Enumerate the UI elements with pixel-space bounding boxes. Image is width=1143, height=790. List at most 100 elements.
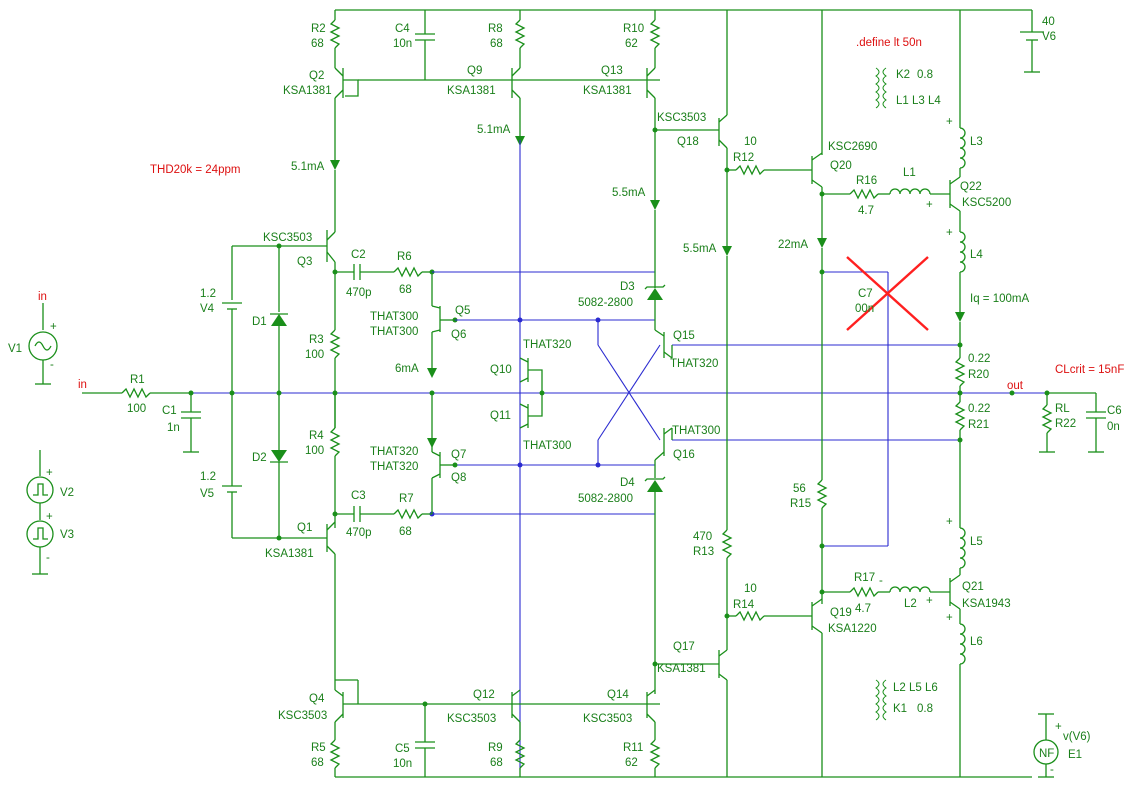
diode-d3 (644, 210, 666, 320)
d4-part: 5082-2800 (578, 493, 633, 505)
output-network (954, 322, 1106, 528)
current-iq: Iq = 100mA (970, 293, 1029, 305)
current-q9: 5.1mA (477, 124, 511, 136)
arrow-icon (427, 368, 437, 378)
arrow-icon (330, 160, 340, 170)
upper-wire-continuation (726, 248, 825, 530)
q5-name: Q5 (455, 305, 470, 317)
r2-name: R2 (311, 23, 326, 35)
c5-name: C5 (395, 743, 410, 755)
q14-name: Q14 (607, 689, 629, 701)
transistor-q10-q11 (519, 357, 545, 429)
q1-stage (326, 506, 432, 690)
r14-name: R14 (733, 599, 755, 611)
q7-part-a: THAT320 (370, 446, 418, 458)
coupling-k2 (875, 67, 887, 109)
q15-name: Q15 (673, 330, 695, 342)
define-directive: .define lt 50n (856, 37, 922, 49)
battery-v6: 40 V6 (1020, 16, 1056, 60)
v1-minus: - (50, 359, 54, 371)
current-q18: 5.5mA (683, 243, 717, 255)
d1-name: D1 (252, 316, 267, 328)
r8-name: R8 (488, 23, 503, 35)
l3-plus: + (946, 116, 953, 128)
r3-value: 100 (305, 349, 324, 361)
v1-plus: + (50, 321, 57, 333)
r10-value: 62 (625, 38, 638, 50)
q6-name: Q6 (451, 329, 466, 341)
arrow-icon (650, 200, 660, 210)
q19-part: KSA1220 (828, 623, 877, 635)
current-q2: 5.1mA (291, 161, 325, 173)
v4-name: V4 (200, 303, 215, 315)
k2-name: K2 (896, 69, 910, 81)
c2-name: C2 (351, 249, 366, 261)
c2-value: 470p (346, 287, 372, 299)
r13-value: 470 (693, 531, 712, 543)
r2-value: 68 (311, 38, 324, 50)
arrow-icon (722, 246, 732, 256)
q21-part: KSA1943 (962, 598, 1011, 610)
transistor-q7-q8 (427, 393, 458, 514)
coupling-k1 (875, 679, 887, 721)
bottom-mirror (329, 679, 661, 777)
q18-name: Q18 (677, 136, 699, 148)
v1-name: V1 (8, 343, 22, 355)
net-in-left: in (78, 379, 87, 391)
net-in-top: in (38, 291, 47, 303)
r5-name: R5 (311, 742, 326, 754)
c7-value: 00n (855, 303, 874, 315)
q5-part-a: THAT300 (370, 311, 418, 323)
rl-name: RL (1055, 403, 1070, 415)
q8-name: Q8 (451, 472, 466, 484)
l5-plus: + (946, 516, 953, 528)
c3-name: C3 (351, 490, 366, 502)
q16-part: THAT300 (672, 425, 720, 437)
c7-name: C7 (858, 288, 873, 300)
v3-minus: - (46, 552, 50, 564)
arrow-icon (955, 312, 965, 322)
rl-ref: R22 (1055, 418, 1076, 430)
q21-name: Q21 (962, 581, 984, 593)
r9-name: R9 (488, 742, 503, 754)
k1-value: 0.8 (917, 703, 933, 715)
q12-name: Q12 (473, 689, 495, 701)
q9-name: Q9 (467, 65, 482, 77)
k2-inductors: L1 L3 L4 (896, 95, 941, 107)
r17-name: R17 (854, 572, 875, 584)
l3-name: L3 (970, 136, 983, 148)
l6-name: L6 (970, 636, 983, 648)
diode-d2 (270, 393, 288, 538)
r6-value: 68 (399, 284, 412, 296)
driver-lower (652, 479, 966, 777)
r7-name: R7 (399, 493, 414, 505)
diode-d4 (644, 476, 666, 694)
thd-annotation: THD20k = 24ppm (150, 164, 240, 176)
q3-part: KSC3503 (263, 232, 312, 244)
q4-part: KSC3503 (278, 710, 327, 722)
k2-value: 0.8 (917, 69, 933, 81)
battery-v4 (222, 302, 242, 486)
q16-name: Q16 (673, 449, 695, 461)
c6-value: 0n (1107, 421, 1120, 433)
r20-value: 0.22 (968, 353, 990, 365)
l2-name: L2 (904, 598, 917, 610)
c4-name: C4 (395, 23, 410, 35)
input-filter (82, 387, 435, 453)
l4-name: L4 (970, 249, 983, 261)
q10-name: Q10 (490, 364, 512, 376)
diode-d1 (270, 313, 288, 392)
r5-value: 68 (311, 757, 324, 769)
sources-v2-v3 (26, 450, 54, 575)
l2-minus: - (879, 575, 883, 587)
transistor-q13 (646, 67, 656, 200)
q3-name: Q3 (297, 256, 312, 268)
clcrit-annotation: CLcrit = 15nF (1055, 364, 1124, 376)
arrow-icon (817, 238, 827, 248)
c6-name: C6 (1107, 405, 1122, 417)
r4-value: 100 (305, 445, 324, 457)
r21-name: R21 (968, 419, 989, 431)
d3-part: 5082-2800 (578, 297, 633, 309)
q15-part: THAT320 (670, 358, 718, 370)
